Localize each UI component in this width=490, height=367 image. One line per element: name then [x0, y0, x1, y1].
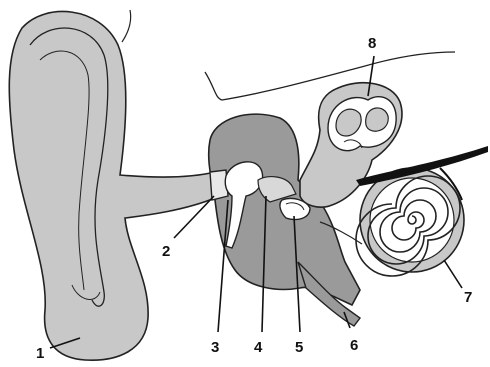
label-6: 6 — [350, 337, 358, 354]
label-8: 8 — [368, 35, 376, 52]
skin-contour-top — [122, 10, 131, 42]
label-5: 5 — [295, 339, 303, 356]
canal-loop-right — [366, 108, 389, 131]
label-3: 3 — [211, 339, 219, 356]
label-2: 2 — [162, 243, 170, 260]
leader-7 — [444, 260, 462, 288]
label-7: 7 — [464, 289, 472, 306]
label-4: 4 — [254, 339, 263, 356]
label-1: 1 — [36, 345, 44, 362]
